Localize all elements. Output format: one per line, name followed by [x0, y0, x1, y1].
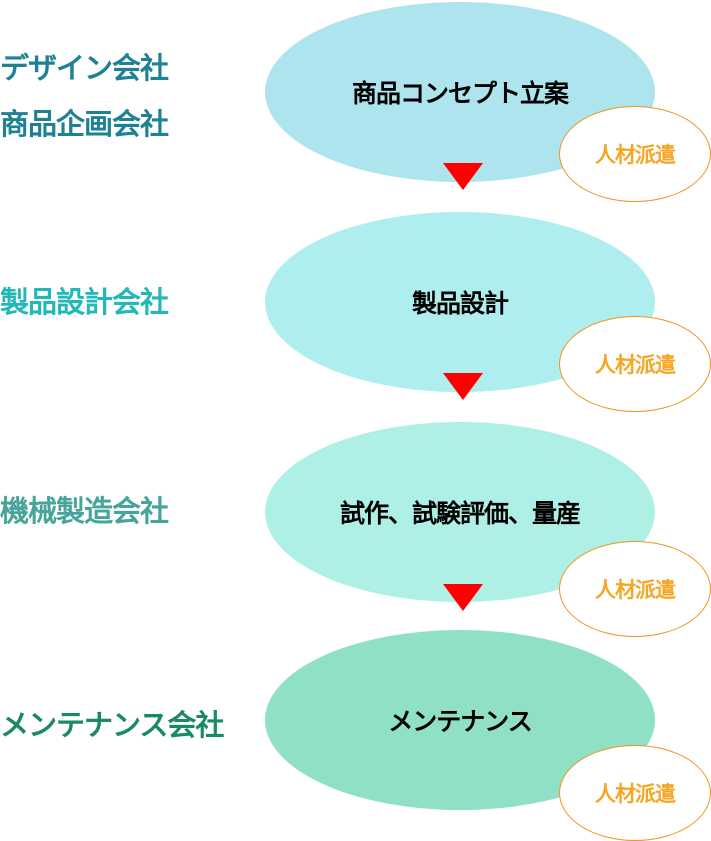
company-label-maintenance: メンテナンス会社 — [0, 708, 224, 742]
staffing-badge-label: 人材派遣 — [595, 782, 676, 806]
process-label: メンテナンス — [388, 707, 533, 736]
down-arrow-icon — [443, 373, 483, 400]
staffing-badge: 人材派遣 — [559, 541, 711, 637]
down-arrow-icon — [443, 163, 483, 190]
staffing-badge: 人材派遣 — [559, 316, 711, 412]
process-label: 製品設計 — [411, 289, 509, 318]
company-label-manufacturing: 機械製造会社 — [0, 494, 169, 528]
company-label-design-planning: デザイン会社 商品企画会社 — [0, 40, 169, 152]
staffing-badge-label: 人材派遣 — [595, 578, 676, 602]
staffing-badge: 人材派遣 — [559, 106, 711, 202]
process-label: 試作、試験評価、量産 — [339, 499, 581, 528]
staffing-badge-label: 人材派遣 — [595, 143, 676, 167]
down-arrow-icon — [443, 584, 483, 611]
company-label-line: 商品企画会社 — [0, 107, 169, 141]
process-label: 商品コンセプト立案 — [351, 79, 569, 108]
process-ellipse-concept: 商品コンセプト立案 — [265, 2, 655, 182]
company-label-line: デザイン会社 — [0, 51, 169, 85]
staffing-badge: 人材派遣 — [559, 745, 711, 841]
company-label-product-design: 製品設計会社 — [0, 285, 169, 319]
staffing-badge-label: 人材派遣 — [595, 353, 676, 377]
